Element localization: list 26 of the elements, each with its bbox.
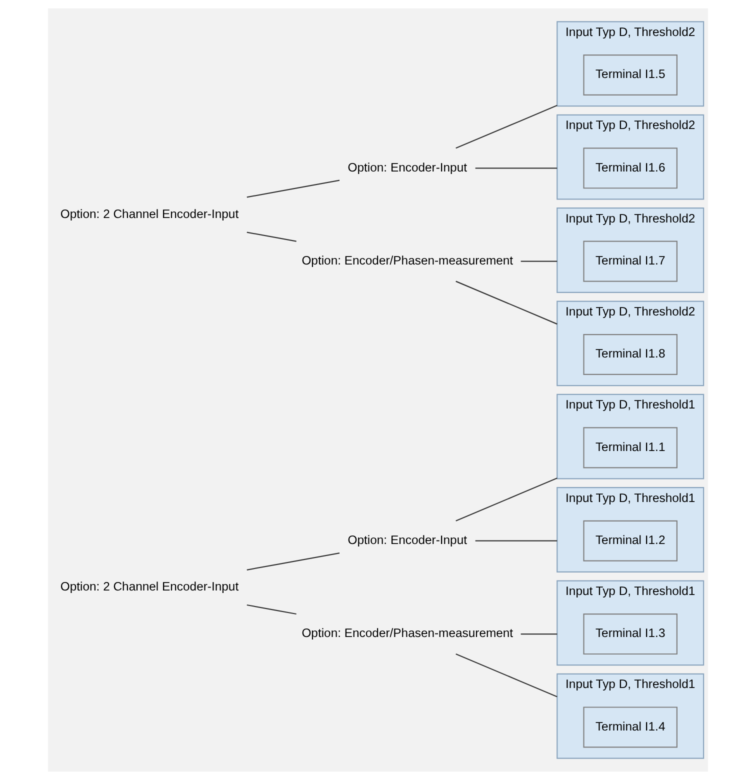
connector (455, 280, 557, 325)
node-text: Option: 2 Channel Encoder-Input (60, 580, 238, 594)
node-text: Option: Encoder/Phasen-measurement (301, 626, 513, 640)
connector (246, 232, 296, 242)
connector (455, 104, 557, 149)
node-box: Terminal I1.8 (582, 334, 677, 376)
connector (246, 604, 296, 615)
connector (246, 552, 340, 570)
connector (455, 478, 557, 522)
node-box: Terminal I1.6 (582, 148, 677, 189)
connector (246, 180, 340, 198)
node-box: Terminal I1.7 (582, 240, 677, 282)
node-text: Option: Encoder-Input (347, 160, 467, 174)
connector (455, 654, 557, 698)
node-box: Terminal I1.5 (582, 54, 677, 96)
connector (520, 260, 557, 262)
node-box: Terminal I1.3 (582, 614, 677, 655)
node-text: Option: 2 Channel Encoder-Input (60, 206, 238, 221)
node-box: Terminal I1.4 (582, 706, 677, 748)
node-box: Terminal I1.2 (582, 520, 677, 562)
node-text: Option: Encoder-Input (347, 532, 467, 547)
connector (520, 633, 557, 635)
connector (474, 168, 557, 169)
connector (474, 540, 557, 542)
node-text: Option: Encoder/Phasen-measurement (301, 253, 513, 268)
node-box: Terminal I1.1 (582, 427, 677, 468)
